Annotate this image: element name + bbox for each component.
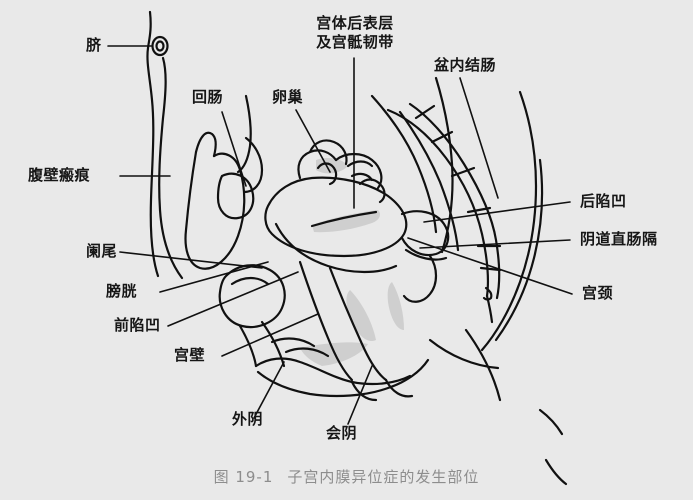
leader-perineum [347, 365, 373, 425]
leader-cervix [407, 237, 573, 295]
leader-bladder [159, 261, 269, 293]
leader-uterine-wall [221, 313, 319, 357]
label-pelvic-colon: 盆内结肠 [434, 56, 497, 74]
label-abdominal-scar: 腹壁瘢痕 [28, 166, 91, 184]
label-uterine-posterior-serosa: 宫体后表层 及宫骶韧带 [300, 14, 410, 52]
label-appendix: 阑尾 [86, 242, 118, 260]
label-vulva: 外阴 [232, 410, 264, 428]
label-ovary: 卵巢 [272, 88, 304, 106]
leader-anterior-cul-de-sac [167, 271, 299, 327]
label-cervix: 宫颈 [582, 284, 614, 302]
leader-vulva [253, 361, 285, 419]
label-posterior-cul-de-sac: 后陷凹 [580, 192, 627, 210]
leader-lines [107, 45, 573, 425]
label-navel: 脐 [86, 36, 102, 54]
figure-caption-text: 子宫内膜异位症的发生部位 [287, 468, 480, 486]
label-uterine-posterior-serosa-line2: 及宫骶韧带 [316, 32, 394, 51]
label-perineum: 会阴 [326, 424, 358, 442]
label-ileum: 回肠 [192, 88, 224, 106]
leader-rectovaginal-septum [419, 239, 571, 249]
leader-pelvic-colon [459, 77, 499, 199]
label-uterine-wall: 宫壁 [174, 346, 206, 364]
label-rectovaginal-septum: 阴道直肠隔 [580, 230, 658, 248]
leader-appendix [119, 251, 263, 269]
label-anterior-cul-de-sac: 前陷凹 [114, 316, 161, 334]
leader-posterior-cul-de-sac [423, 201, 571, 223]
leader-ileum [221, 111, 247, 187]
diagram-linework [146, 10, 568, 486]
leader-ovary [295, 109, 331, 173]
figure-caption-number: 图 19-1 [213, 468, 274, 486]
label-bladder: 膀胱 [106, 282, 138, 300]
label-uterine-posterior-serosa-line1: 宫体后表层 [316, 14, 394, 32]
figure-caption: 图 19-1 子宫内膜异位症的发生部位 [0, 466, 693, 487]
